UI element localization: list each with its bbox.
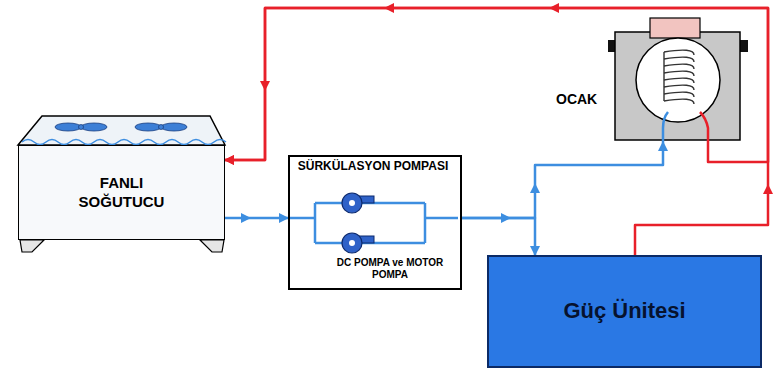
furnace-box: OCAK	[548, 15, 744, 142]
pipe-connector	[462, 142, 663, 218]
pump-box: SÜRKÜLASYON POMPASI DC POMPA ve MOTOR POM…	[288, 155, 462, 290]
furnace-cap	[650, 18, 700, 38]
furnace-housing	[615, 32, 740, 140]
pipe-stub	[700, 112, 708, 142]
node-label: Güç Ünitesi	[555, 298, 695, 324]
pipe-connector	[225, 8, 768, 162]
pump-symbol	[342, 193, 374, 253]
pump-loop	[288, 203, 458, 243]
pipe-stub	[663, 112, 668, 142]
furnace-tab	[740, 40, 748, 52]
flow-arrow	[260, 3, 773, 194]
node-label: FANLI SOĞUTUCU	[57, 174, 187, 212]
cooler-front	[18, 145, 225, 240]
power-unit-box: Güç Ünitesi	[487, 255, 762, 368]
cooler-leg	[200, 240, 224, 252]
cooler-box: FANLI SOĞUTUCU	[18, 145, 225, 240]
node-sublabel: DC POMPA ve MOTOR POMPA	[328, 257, 452, 281]
fan-symbol	[55, 123, 187, 131]
cooler-leg	[20, 240, 44, 252]
node-label: OCAK	[556, 91, 597, 107]
pipe-connector	[225, 8, 768, 255]
pipe-connector	[462, 218, 535, 255]
water-line	[22, 140, 226, 145]
cooler-top	[18, 116, 225, 145]
crucible	[636, 38, 720, 122]
coil-symbol	[664, 50, 694, 104]
pipe-connector	[225, 217, 288, 220]
node-label: SÜRKÜLASYON POMPASI	[290, 159, 456, 173]
